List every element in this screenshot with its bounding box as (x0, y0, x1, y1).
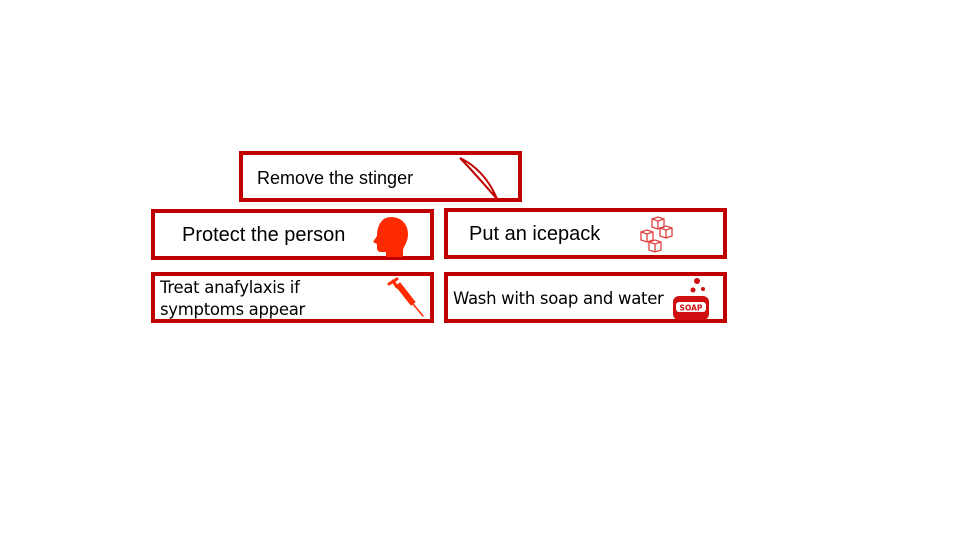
step-label: Put an icepack (469, 223, 601, 245)
step-label: Wash with soap and water (453, 289, 664, 308)
step-label: Treat anafylaxis if symptoms appear (160, 278, 305, 319)
ice-cubes-icon (638, 216, 678, 254)
soap-icon: SOAP (669, 276, 711, 322)
head-profile-icon (369, 215, 411, 257)
tweezers-icon (455, 155, 505, 201)
soap-text: SOAP (680, 304, 703, 313)
step-label: Protect the person (182, 224, 346, 246)
step-remove-stinger: Remove the stinger (239, 151, 522, 202)
step-wash-soap-water: Wash with soap and water SOAP (444, 272, 727, 323)
step-put-icepack: Put an icepack (444, 208, 727, 259)
step-label: Remove the stinger (257, 168, 414, 188)
step-protect-person: Protect the person (151, 209, 434, 260)
syringe-icon (386, 277, 426, 319)
step-treat-anaphylaxis: Treat anafylaxis if symptoms appear (151, 272, 434, 323)
